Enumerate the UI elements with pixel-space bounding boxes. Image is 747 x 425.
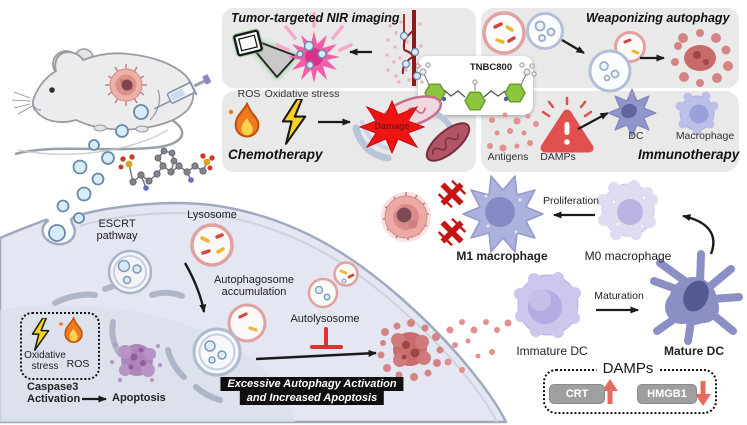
lysosome-icon xyxy=(190,223,234,267)
escrt-label: ESCRT pathway xyxy=(96,218,138,243)
damps-box-title: DAMPs xyxy=(596,360,660,377)
lysosome-label: Lysosome xyxy=(187,209,237,221)
stress-dashed-box xyxy=(20,312,100,380)
m0-macrophage-label: M0 macrophage xyxy=(584,249,672,263)
arrow-vesicle-fusion xyxy=(561,39,585,54)
damage-label: Damage xyxy=(374,121,410,131)
escrt-vesicle xyxy=(107,249,153,295)
m1-macrophage-cell xyxy=(462,175,544,253)
nir-camera-icon xyxy=(231,28,302,82)
antigen-dots xyxy=(487,112,539,152)
hmgb1-pill: HMGB1 xyxy=(637,384,697,404)
m1-macrophage-label: M1 macrophage xyxy=(456,249,548,263)
tnbc800-box xyxy=(413,56,537,115)
arrow-maturedc-to-m0 xyxy=(682,214,715,255)
arrow-lysosome-to-autophagosome xyxy=(183,262,207,313)
caspase3-label: Caspase3 Activation xyxy=(27,381,81,406)
apoptotic-cell xyxy=(110,343,163,383)
vesicle-blue xyxy=(526,12,564,50)
damage-starburst xyxy=(358,99,426,155)
proliferation-label: Proliferation xyxy=(542,195,600,207)
warning-triangle-icon xyxy=(540,96,594,153)
nir-panel-title: Tumor-targeted NIR imaging xyxy=(231,11,400,25)
attacked-tumor-cell xyxy=(381,192,431,242)
inhibition-symbol xyxy=(310,327,343,349)
arrow-damps-to-dc xyxy=(577,112,609,130)
macrophage-label: Macrophage xyxy=(675,130,735,142)
tumor-cell-star xyxy=(275,12,353,83)
weaponizing-panel-title: Weaponizing autophagy xyxy=(586,11,730,25)
antigens-label: Antigens xyxy=(487,151,529,163)
maturation-label: Maturation xyxy=(594,290,644,302)
dc-cell xyxy=(607,88,657,138)
tnbc800-label: TNBC800 xyxy=(469,62,513,73)
blood-vessel xyxy=(385,10,424,86)
mouse-tail xyxy=(14,110,184,156)
dead-tumor-cluster xyxy=(671,29,733,87)
tumor-on-mouse xyxy=(105,64,147,106)
autophagosome-label: Autophagosome accumulation xyxy=(213,274,295,299)
immature-dc-label: Immature DC xyxy=(516,344,588,358)
kill-x-icon-2 xyxy=(439,219,466,246)
ros-label: ROS xyxy=(237,88,261,100)
m0-macrophage-cell xyxy=(597,180,658,240)
stress-oxidative-label: Oxidative stress xyxy=(24,350,66,372)
dc-label: DC xyxy=(628,130,644,142)
ball-stick-molecule xyxy=(118,147,215,191)
arrow-autophagy-flux xyxy=(255,349,377,361)
crt-up-arrow xyxy=(602,379,618,404)
banner-line1: Excessive Autophagy Activation xyxy=(220,377,404,391)
released-antigen-dots xyxy=(444,319,512,373)
autophagosome-icon xyxy=(192,303,267,377)
chemo-panel-title: Chemotherapy xyxy=(228,147,323,162)
immuno-panel-title: Immunotherapy xyxy=(638,147,740,162)
autolysosome-label: Autolysosome xyxy=(290,313,360,325)
macrophage-cell xyxy=(675,91,719,136)
oxidative-stress-label: Oxidative stress xyxy=(264,88,340,100)
mouse-eye xyxy=(49,87,55,93)
mouse-illustration xyxy=(11,48,212,156)
syringe-icon xyxy=(154,74,212,110)
fragmented-tumor-cell xyxy=(377,319,444,381)
autolysosome-icon xyxy=(307,261,359,309)
banner-line2: and Increased Apoptosis xyxy=(239,391,385,405)
nanoparticle-bubbles xyxy=(48,104,149,242)
kill-x-icon xyxy=(439,181,466,208)
mitochondria-damage xyxy=(352,95,471,162)
apoptosis-label: Apoptosis xyxy=(112,392,166,404)
damps-label: DAMPs xyxy=(540,151,576,163)
immature-dc-cell xyxy=(514,272,581,338)
stress-ros-label: ROS xyxy=(66,358,90,370)
autolysosome-fused xyxy=(588,31,646,93)
crt-pill: CRT xyxy=(549,384,605,404)
hmgb1-down-arrow xyxy=(695,381,711,406)
autophagosome-vesicle-pink xyxy=(482,11,526,55)
mature-dc-cell xyxy=(650,250,743,345)
mature-dc-label: Mature DC xyxy=(663,344,725,358)
